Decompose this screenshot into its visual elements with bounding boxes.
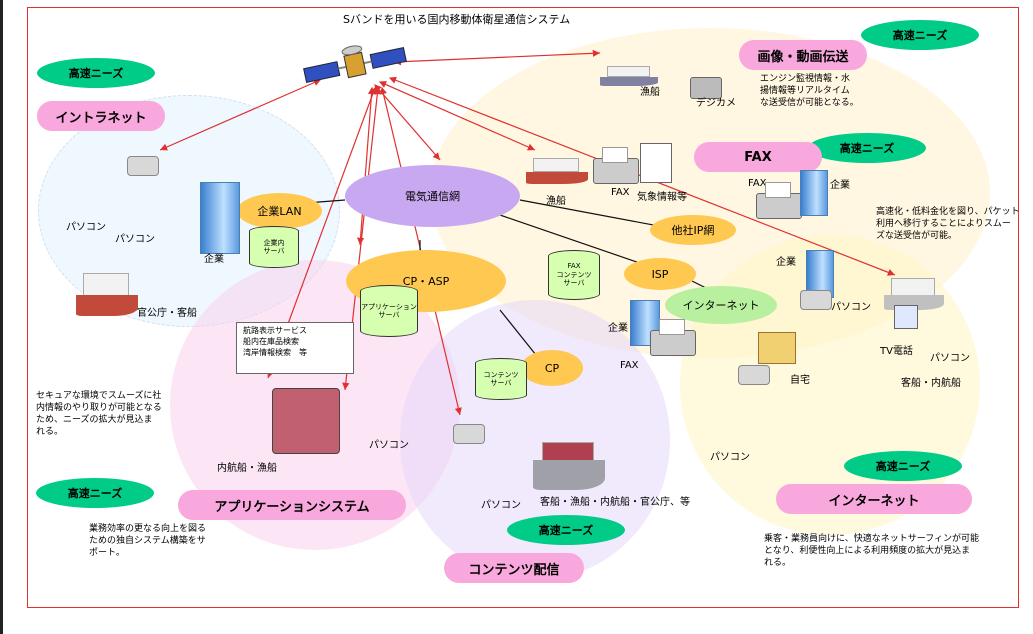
server-fax: FAX コンテンツ サーバ: [548, 250, 600, 300]
node-corp-lan: 企業LAN: [237, 193, 322, 229]
needs-badge-contents: 高速ニーズ: [507, 515, 625, 545]
phone-icon: [453, 424, 485, 444]
pc-icon: [481, 453, 515, 489]
building-icon: [800, 170, 828, 216]
diagram-frame: [27, 7, 1019, 608]
tv-phone-icon: [894, 305, 918, 329]
server-corp: 企業内 サーバ: [249, 226, 299, 268]
fishing-boat-icon: [600, 62, 658, 86]
house-icon: [758, 332, 796, 364]
desc-application: 業務効率の更なる向上を図る ための独自システム構築をサ ポート。: [89, 524, 207, 559]
label-pc: パソコン: [481, 500, 521, 511]
fax-icon: [650, 319, 696, 356]
label-company: 企業: [830, 180, 850, 191]
label-pc: パソコン: [930, 353, 970, 364]
label-tv-phone: TV電話: [880, 346, 913, 357]
needs-badge-intranet: 高速ニーズ: [37, 58, 155, 88]
section-label-internet: インターネット: [776, 484, 972, 514]
desc-internet: 乗客・業務員向けに、快適なネットサーフィンが可能 となり、利便性向上による利用頻…: [764, 534, 980, 569]
node-other-ip: 他社IP網: [650, 215, 736, 245]
needs-badge-image: 高速ニーズ: [861, 20, 979, 50]
needs-badge-internet: 高速ニーズ: [844, 451, 962, 481]
fax-icon: [756, 182, 802, 219]
ship-bridge-icon: [272, 388, 340, 454]
node-telecom-network: 電気通信網: [345, 165, 520, 227]
label-fax: FAX: [620, 360, 639, 371]
label-pc: パソコン: [115, 234, 155, 245]
label-weather: 気象情報等: [637, 192, 687, 203]
pc-icon: [117, 196, 151, 232]
label-fishing-boat: 漁船: [640, 87, 660, 98]
section-label-fax: FAX: [694, 142, 822, 172]
ship-bow-icon: [533, 430, 605, 490]
label-company: 企業: [608, 323, 628, 334]
service-callout: 航路表示サービス 船内在庫品検索 湾岸情報検索 等: [236, 322, 354, 374]
node-isp: ISP: [624, 258, 696, 290]
label-pc: パソコン: [369, 440, 409, 451]
label-pc: パソコン: [710, 452, 750, 463]
server-contents: コンテンツ サーバ: [475, 358, 527, 400]
desc-image-video: エンジン監視情報・水 揚情報等リアルタイム な送受信が可能となる。: [760, 74, 859, 109]
needs-badge-application: 高速ニーズ: [36, 478, 154, 508]
passenger-ship-icon: [884, 270, 944, 310]
node-internet: インターネット: [665, 286, 777, 324]
desc-intranet: セキュアな環境でスムーズに社 内情報のやり取りが可能となる ため、ニーズの拡大が…: [36, 391, 162, 438]
label-fax: FAX: [748, 178, 767, 189]
pc-icon: [926, 316, 960, 352]
label-pc: パソコン: [66, 222, 106, 233]
weather-document-icon: [640, 143, 672, 183]
pc-icon: [706, 413, 740, 449]
pc-icon: [832, 262, 866, 298]
phone-icon: [738, 365, 770, 385]
page-title: Sバンドを用いる国内移動体衛星通信システム: [343, 13, 571, 26]
laptop-icon: [362, 383, 408, 419]
section-label-contents: コンテンツ配信: [444, 553, 584, 583]
label-coastal-fishing: 内航船・漁船: [217, 463, 277, 474]
node-cp: CP: [521, 350, 583, 386]
label-company: 企業: [776, 257, 796, 268]
pc-icon: [60, 185, 94, 221]
fax-icon: [593, 147, 639, 184]
label-govt-passenger: 官公庁・客船: [137, 308, 197, 319]
desc-fax: 高速化・低料金化を図り、パケット 利用へ移行することによりスムー ズな送受信が可…: [876, 207, 1020, 242]
left-border: [0, 0, 3, 634]
label-home: 自宅: [790, 375, 810, 386]
label-digicam: デジカメ: [696, 98, 736, 109]
phone-icon: [800, 290, 832, 310]
fishing-boat-icon: [526, 152, 588, 184]
label-ships-all: 客船・漁船・内航船・官公庁、等: [540, 497, 690, 508]
label-fax: FAX: [611, 187, 630, 198]
label-company: 企業: [204, 254, 224, 265]
label-fishing-boat: 漁船: [546, 196, 566, 207]
label-passenger-coastal: 客船・内航船: [901, 378, 961, 389]
building-icon: [200, 182, 240, 254]
satellite-icon: [303, 45, 407, 84]
server-app: アプリケーション サーバ: [360, 285, 418, 337]
phone-icon: [127, 156, 159, 176]
section-label-application: アプリケーションシステム: [178, 490, 406, 520]
section-label-image-video: 画像・動画伝送: [739, 40, 867, 70]
camera-icon: [690, 77, 722, 99]
needs-badge-fax: 高速ニーズ: [808, 133, 926, 163]
label-pc: パソコン: [831, 302, 871, 313]
ship-icon: [76, 262, 138, 316]
section-label-intranet: イントラネット: [37, 101, 165, 131]
